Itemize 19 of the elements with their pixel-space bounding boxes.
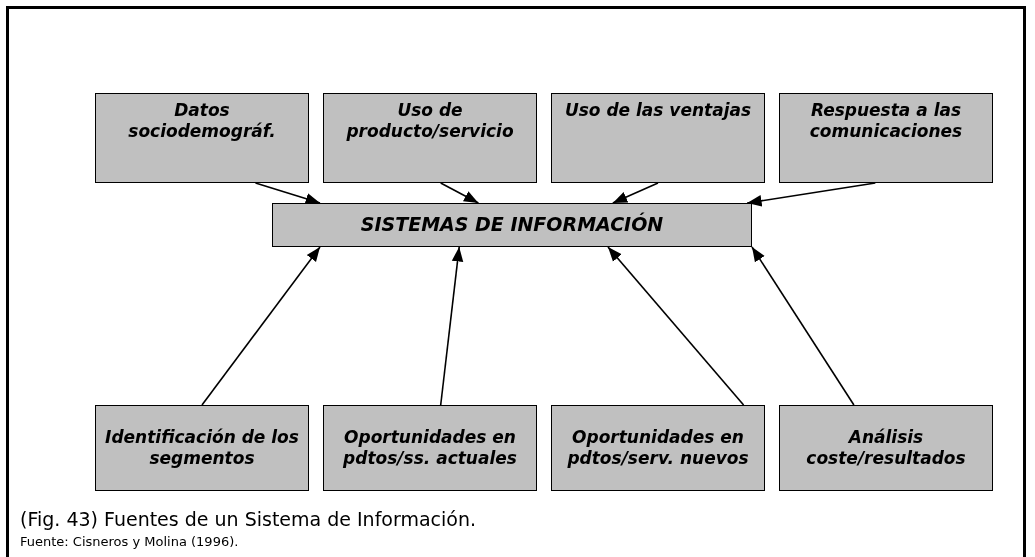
text-box: Respuesta a las comunicaciones bbox=[779, 93, 993, 183]
figure-caption: (Fig. 43) Fuentes de un Sistema de Información. bbox=[20, 508, 477, 530]
text-box: Oportunidades en pdtos/serv. nuevos bbox=[551, 405, 765, 491]
arrow bbox=[612, 182, 659, 204]
text-box: Análisis coste/resultados bbox=[779, 405, 993, 491]
arrow bbox=[607, 246, 745, 406]
arrow bbox=[439, 246, 464, 406]
text-box: Oportunidades en pdtos/ss. actuales bbox=[323, 405, 537, 491]
text-box: Identificación de los segmentos bbox=[95, 405, 309, 491]
arrow bbox=[751, 246, 855, 406]
arrow bbox=[254, 182, 321, 205]
text-box: SISTEMAS DE INFORMACIÓN bbox=[272, 203, 752, 247]
text-box: Uso de producto/servicio bbox=[323, 93, 537, 183]
arrow bbox=[439, 182, 480, 204]
text-box: Datos sociodemográf. bbox=[95, 93, 309, 183]
arrow bbox=[746, 182, 877, 207]
arrow bbox=[201, 246, 321, 406]
text-box: Uso de las ventajas bbox=[551, 93, 765, 183]
source-note: Fuente: Cisneros y Molina (1996). bbox=[20, 534, 239, 549]
